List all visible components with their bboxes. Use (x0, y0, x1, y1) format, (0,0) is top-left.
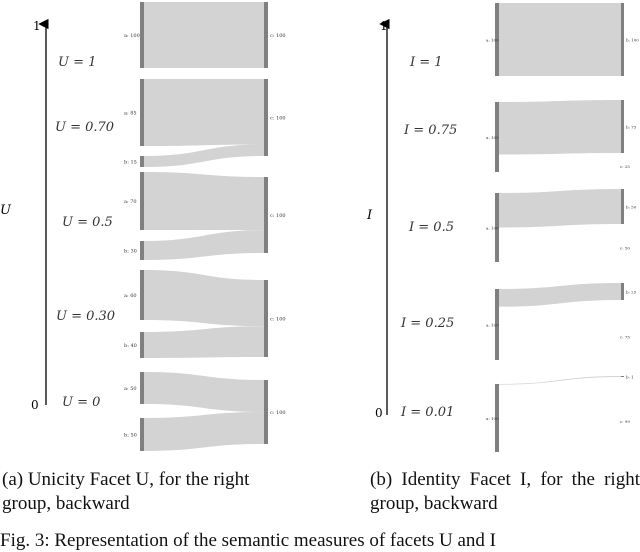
target-label: b: 25 (626, 290, 637, 295)
sankey-flow (499, 3, 621, 76)
source-node (140, 156, 144, 167)
sankey-block: a: 100 c: 100 U = 1 (58, 2, 286, 70)
source-label: a: 100 (486, 323, 499, 328)
sankey-block: a: 60 b: 40 c: 100 U = 0.30 (56, 270, 286, 358)
sankey-block: a: 100 b: 100 I = 1 (409, 3, 639, 76)
sankey-flow (499, 283, 621, 307)
target-label: c: 100 (270, 317, 286, 323)
sankey-flow (144, 412, 264, 451)
source-node (140, 2, 144, 68)
target-node (621, 283, 624, 300)
source-node (140, 241, 144, 260)
sankey-block: a: 100 b: 25 c: 75 I = 0.25 (400, 283, 637, 360)
source-node (140, 418, 144, 451)
source-node (495, 102, 499, 172)
target-label: c: 100 (270, 116, 286, 122)
block-label: I = 0.01 (400, 405, 454, 420)
target-node (621, 189, 624, 224)
source-label: a: 60 (124, 293, 137, 299)
target-node (264, 280, 268, 357)
i-axis-label: I (366, 208, 373, 223)
sankey-block: a: 70 b: 30 c: 100 U = 0.5 (62, 172, 286, 260)
source-node (495, 384, 499, 452)
caption-b: (b) Identity Facet I, for the right grou… (370, 469, 640, 514)
target-label: c: 99 (620, 419, 630, 424)
target-node (621, 376, 624, 377)
source-label: a: 70 (124, 199, 137, 205)
i-axis-top-tick: 1 (380, 19, 388, 33)
block-label: U = 0.30 (56, 309, 115, 324)
source-label: b: 30 (124, 249, 137, 255)
sankey-flow (499, 100, 621, 155)
target-label: c: 25 (620, 164, 630, 169)
source-label: a: 85 (124, 111, 137, 117)
source-label: b: 40 (124, 343, 137, 349)
u-axis-top-tick: 1 (33, 19, 41, 33)
source-node (140, 332, 144, 358)
source-node (140, 172, 144, 230)
u-axis-bottom-tick: 0 (31, 398, 39, 412)
target-label: b: 1 (626, 375, 634, 380)
sankey-block: a: 50 b: 50 c: 100 U = 0 (62, 372, 286, 451)
block-label: U = 0.70 (55, 120, 114, 135)
block-label: I = 0.5 (408, 220, 454, 235)
figure-caption: Fig. 3: Representation of the semantic m… (0, 530, 496, 551)
sankey-flow (499, 189, 621, 228)
sankey-flow (144, 172, 264, 231)
panel-b: 1 0 I a: 100 b: 100 I = 1 a: 100 b: 75 c: 25 I… (366, 3, 639, 452)
target-label: b: 50 (626, 205, 637, 210)
block-label: I = 0.25 (400, 316, 454, 331)
sankey-block: a: 100 b: 50 c: 50 I = 0.5 (408, 189, 637, 262)
sankey-flow (144, 326, 264, 358)
block-label: I = 1 (409, 55, 443, 70)
source-label: a: 100 (486, 226, 499, 231)
sankey-flow (144, 230, 264, 260)
target-node (264, 177, 268, 253)
sankey-block: a: 100 b: 1 c: 99 I = 0.01 (400, 375, 634, 452)
target-node (264, 79, 268, 156)
source-label: a: 100 (486, 135, 499, 140)
i-axis-bottom-tick: 0 (375, 406, 383, 420)
u-axis-label: U (0, 203, 12, 218)
target-node (621, 100, 624, 153)
sankey-flow (144, 372, 264, 412)
source-label: a: 100 (486, 416, 499, 421)
target-node (264, 380, 268, 444)
source-label: b: 50 (124, 433, 137, 439)
target-label: b: 75 (626, 125, 637, 130)
source-node (495, 3, 499, 76)
target-node (264, 2, 268, 68)
sankey-block: a: 85 b: 15 c: 100 U = 0.70 (55, 79, 286, 167)
source-node (495, 289, 499, 360)
target-label: c: 100 (270, 410, 286, 416)
target-label: c: 100 (270, 213, 286, 219)
target-label: c: 50 (620, 246, 630, 251)
block-label: U = 0 (62, 395, 100, 410)
source-label: a: 100 (124, 33, 140, 39)
sankey-flow (144, 144, 264, 167)
sankey-flow (499, 376, 621, 385)
sankey-block: a: 100 b: 75 c: 25 I = 0.75 (403, 100, 637, 172)
block-label: U = 0.5 (62, 215, 113, 230)
sankey-flow (144, 2, 264, 68)
source-label: a: 50 (124, 386, 137, 392)
source-node (140, 79, 144, 146)
source-label: b: 15 (124, 160, 137, 166)
source-node (495, 193, 499, 262)
block-label: U = 1 (58, 55, 96, 70)
target-node (621, 3, 624, 76)
target-label: b: 100 (626, 38, 639, 43)
target-label: c: 100 (270, 33, 286, 39)
target-label: c: 75 (620, 335, 630, 340)
block-label: I = 0.75 (403, 123, 457, 138)
source-label: a: 100 (486, 38, 499, 43)
sankey-flow (144, 270, 264, 327)
caption-a: (a) Unicity Facet U, for the right group… (2, 469, 250, 514)
source-node (140, 372, 144, 404)
sankey-flow (144, 79, 264, 146)
source-node (140, 270, 144, 320)
